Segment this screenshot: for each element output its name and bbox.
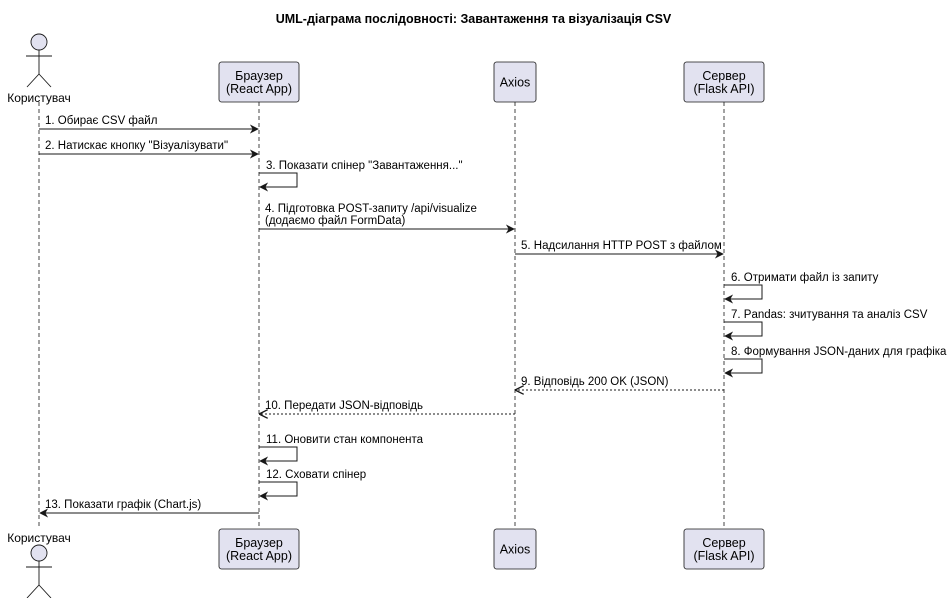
message-arrow bbox=[724, 284, 763, 304]
participant-label: Axios bbox=[500, 76, 531, 90]
participant-label: Сервер bbox=[702, 69, 745, 83]
participant-axios: Axios bbox=[493, 528, 537, 570]
message-2: 2. Натискає кнопку "Візуалізувати" bbox=[39, 140, 259, 159]
participant-server: Сервер(Flask API) bbox=[683, 528, 765, 570]
message-13: 13. Показати графік (Chart.js) bbox=[39, 499, 259, 518]
participant-label: (Flask API) bbox=[693, 82, 754, 96]
message-7: 7. Pandas: зчитування та аналіз CSV bbox=[724, 309, 928, 341]
message-8: 8. Формування JSON-даних для графіка bbox=[724, 346, 947, 378]
message-3: 3. Показати спінер "Завантаження..." bbox=[259, 160, 463, 192]
message-label: 3. Показати спінер "Завантаження..." bbox=[266, 160, 463, 172]
message-arrow bbox=[259, 446, 298, 466]
message-5: 5. Надсилання HTTP POST з файлом bbox=[515, 240, 724, 259]
message-label: 9. Відповідь 200 OK (JSON) bbox=[521, 376, 669, 388]
message-arrow bbox=[724, 321, 763, 341]
message-4: 4. Підготовка POST-запиту /api/visualize… bbox=[259, 203, 515, 234]
participant-label: Браузер bbox=[235, 69, 283, 83]
participant-label: (React App) bbox=[226, 82, 292, 96]
message-label: 7. Pandas: зчитування та аналіз CSV bbox=[731, 309, 928, 321]
participant-server: Сервер(Flask API) bbox=[683, 61, 765, 103]
participant-browser: Браузер(React App) bbox=[218, 528, 300, 570]
participant-label: Axios bbox=[500, 543, 531, 557]
participant-label: Браузер bbox=[235, 536, 283, 550]
actor-label: Користувач bbox=[7, 531, 71, 545]
message-12: 12. Сховати спінер bbox=[259, 469, 366, 501]
actor-user-top: Користувач bbox=[7, 33, 71, 105]
participant-browser: Браузер(React App) bbox=[218, 61, 300, 103]
participant-label: Сервер bbox=[702, 536, 745, 550]
message-arrow bbox=[724, 358, 763, 378]
message-arrow bbox=[259, 481, 298, 501]
participant-label: (React App) bbox=[226, 549, 292, 563]
message-label: 4. Підготовка POST-запиту /api/visualize bbox=[265, 203, 477, 215]
message-1: 1. Обирає CSV файл bbox=[39, 115, 259, 134]
message-label: 12. Сховати спінер bbox=[266, 469, 366, 481]
message-label: (додаємо файл FormData) bbox=[265, 215, 405, 227]
actor-user-bottom: Користувач bbox=[7, 531, 71, 598]
message-arrow bbox=[259, 172, 298, 192]
message-6: 6. Отримати файл із запиту bbox=[724, 272, 879, 304]
message-label: 2. Натискає кнопку "Візуалізувати" bbox=[45, 140, 228, 152]
message-label: 11. Оновити стан компонента bbox=[266, 434, 424, 446]
participant-label: (Flask API) bbox=[693, 549, 754, 563]
participant-axios: Axios bbox=[493, 61, 537, 103]
message-label: 10. Передати JSON-відповідь bbox=[265, 400, 423, 412]
message-11: 11. Оновити стан компонента bbox=[259, 434, 424, 466]
message-label: 6. Отримати файл із запиту bbox=[731, 272, 879, 284]
actor-figure-icon bbox=[26, 33, 52, 88]
diagram-title: UML-діаграма послідовності: Завантаження… bbox=[275, 12, 672, 26]
message-label: 5. Надсилання HTTP POST з файлом bbox=[521, 240, 722, 252]
message-10: 10. Передати JSON-відповідь bbox=[260, 400, 515, 414]
message-label: 1. Обирає CSV файл bbox=[45, 115, 157, 127]
actor-figure-icon bbox=[26, 544, 52, 598]
message-label: 13. Показати графік (Chart.js) bbox=[45, 499, 201, 511]
message-label: 8. Формування JSON-даних для графіка bbox=[731, 346, 947, 358]
message-9: 9. Відповідь 200 OK (JSON) bbox=[516, 376, 724, 390]
actor-label: Користувач bbox=[7, 91, 71, 105]
